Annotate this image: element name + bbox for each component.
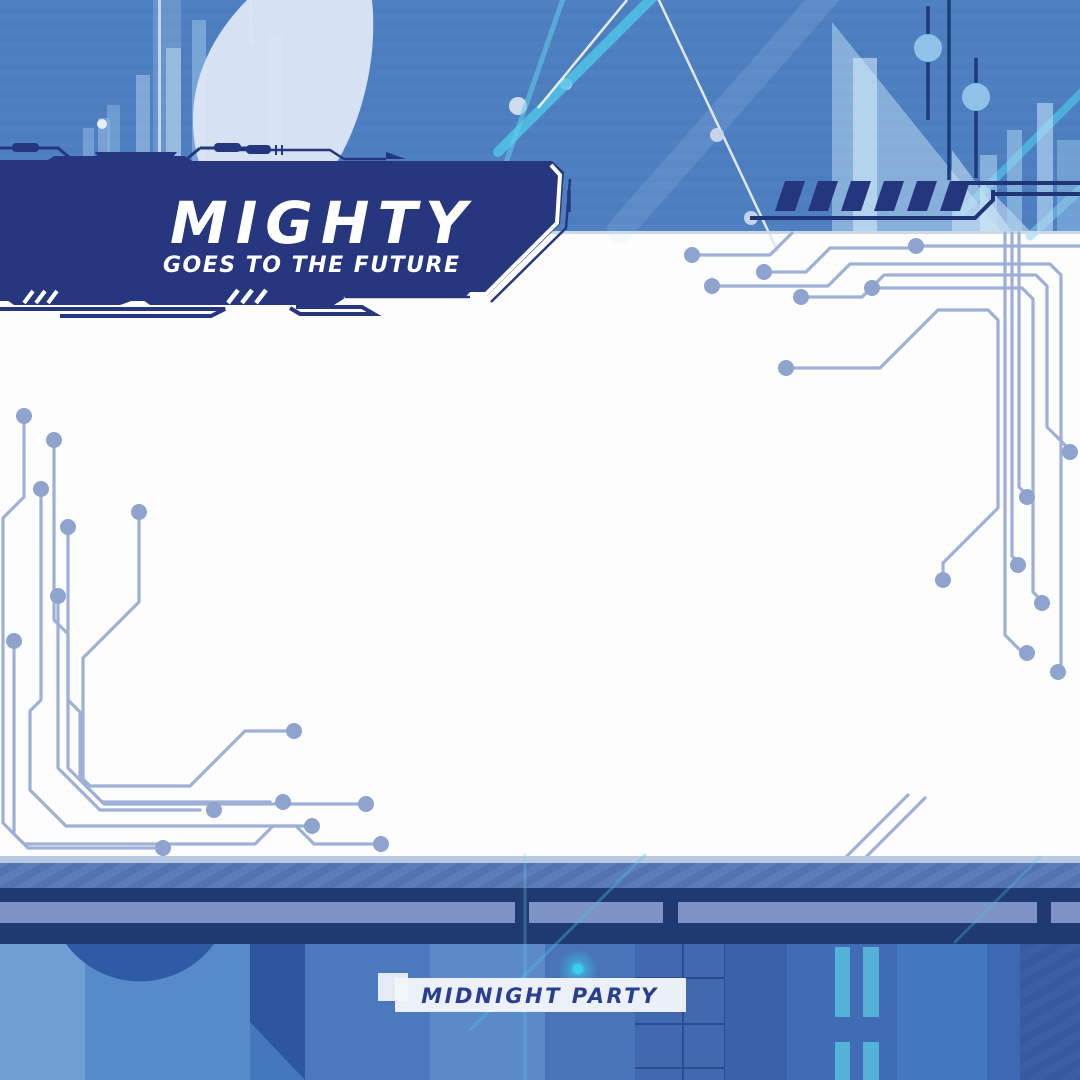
bridge-post — [515, 902, 529, 923]
crescent-moon-icon — [193, 0, 374, 162]
bridge-post — [663, 902, 678, 923]
footer-label-strip — [395, 978, 686, 1012]
banner-bottom-decor — [0, 288, 470, 318]
banner-plate — [0, 156, 564, 301]
pin-dot — [914, 34, 942, 62]
bead-lines — [537, 0, 780, 253]
bridge-rail-dark1 — [0, 888, 1080, 902]
building-blocks — [0, 944, 1080, 1080]
banner-outline — [205, 163, 563, 301]
bridge-rail-dark2 — [0, 923, 1080, 944]
pin-dot — [962, 83, 990, 111]
hatch-bar — [750, 181, 1080, 220]
top-sky-band — [0, 0, 1080, 253]
sky-dot — [97, 119, 107, 129]
circuit-traces — [1, 231, 1080, 862]
window-stripe — [835, 947, 850, 1017]
banner-title: MIGHTY — [170, 189, 475, 257]
title-banner: MIGHTY GOES TO THE FUTURE — [0, 143, 572, 318]
bottom-cityscape: MIDNIGHT PARTY — [0, 853, 1080, 1080]
circuit-nodes — [6, 238, 1078, 856]
banner-subtitle: GOES TO THE FUTURE — [163, 253, 461, 278]
bridge-post — [1037, 902, 1051, 923]
pin-lines — [926, 0, 978, 180]
sail-shapes — [832, 22, 1080, 233]
banner-top-decor — [0, 143, 406, 163]
window-stripe — [863, 1042, 879, 1080]
window-stripe — [863, 947, 879, 1017]
glow-dot-core — [573, 964, 583, 974]
footer-label-text: MIDNIGHT PARTY — [421, 984, 658, 1008]
window-stripe — [835, 1042, 850, 1080]
bridge-rail-light — [0, 902, 1080, 923]
